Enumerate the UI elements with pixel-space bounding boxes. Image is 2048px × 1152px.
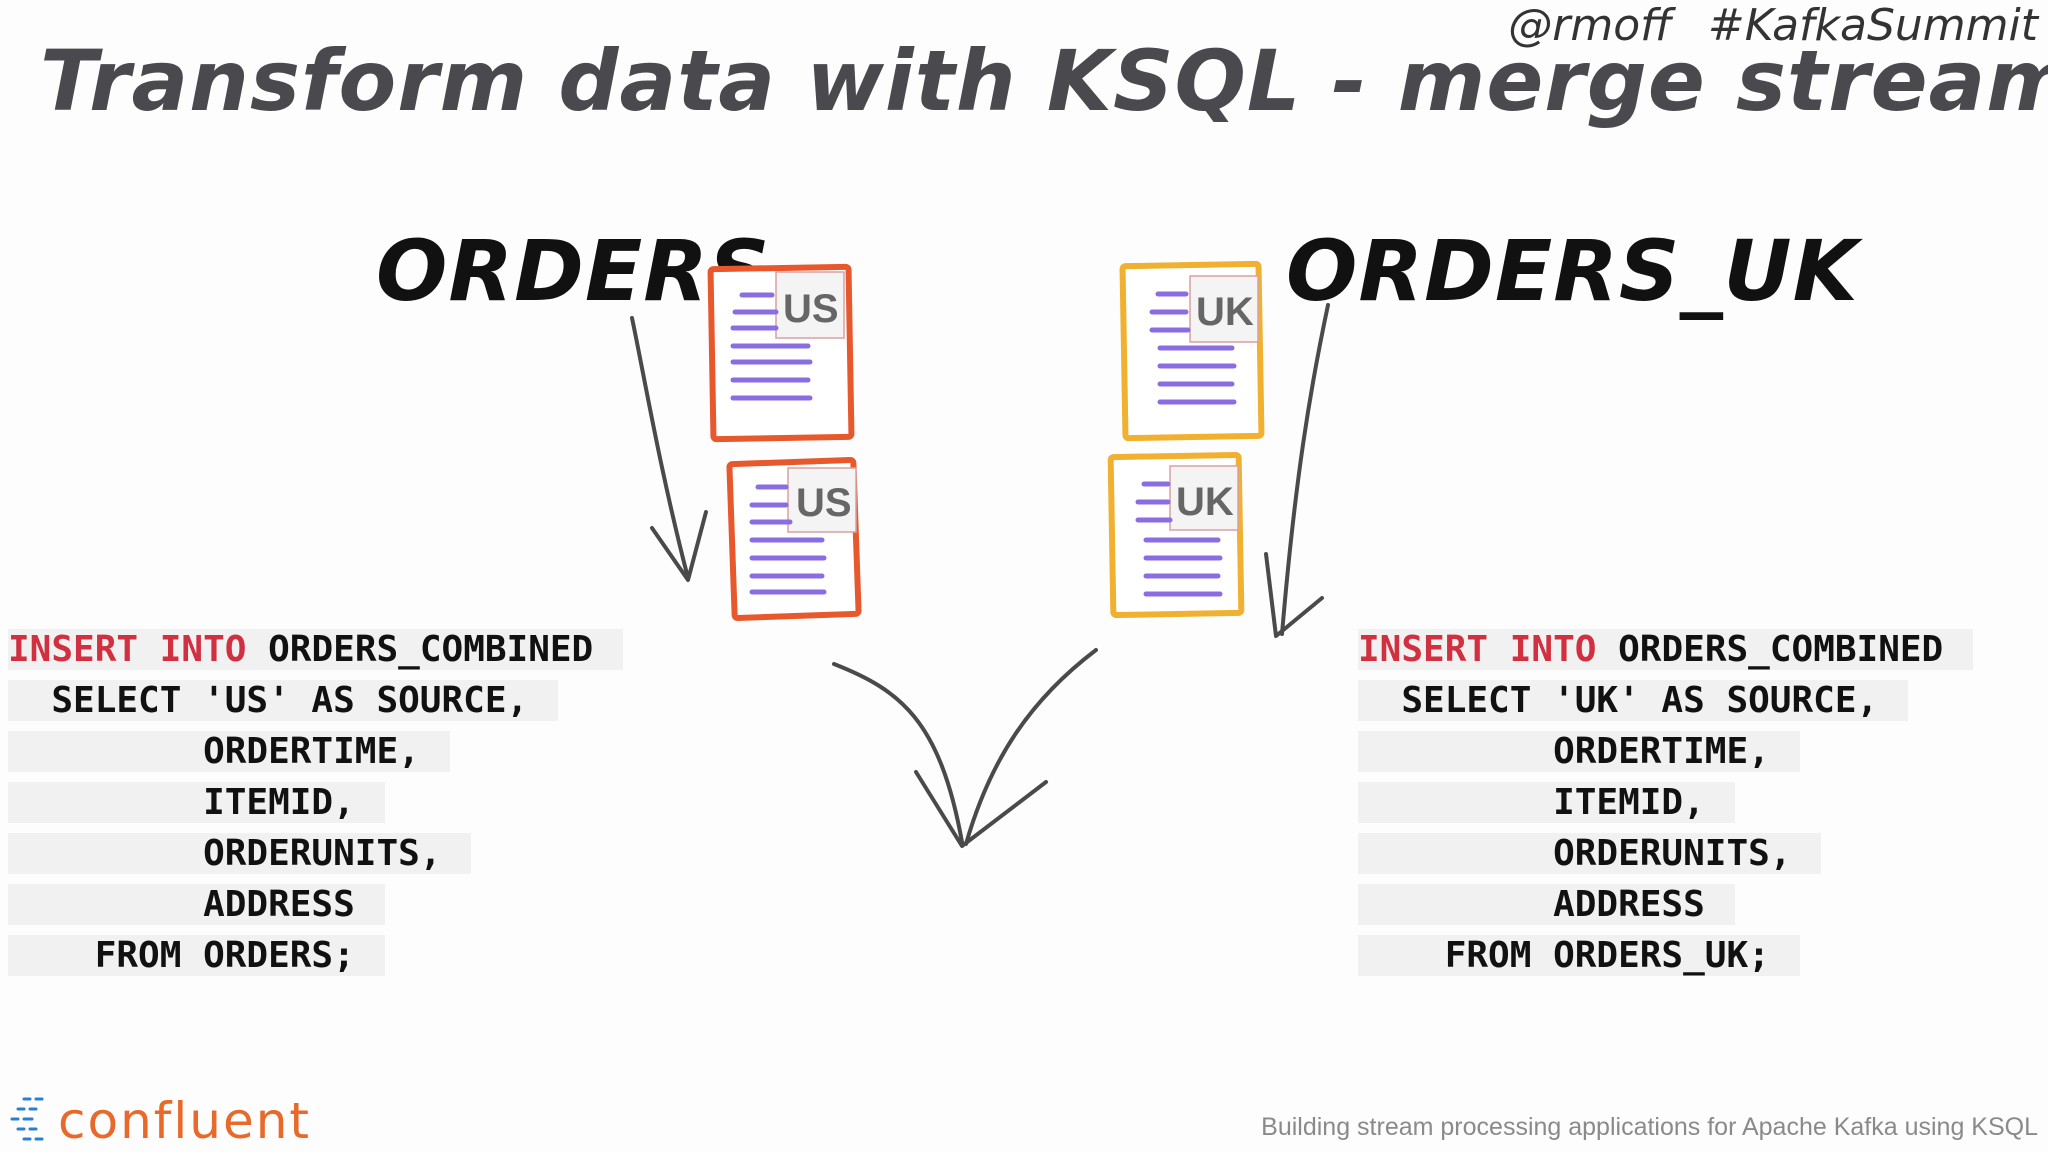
hand-drawn-arrow-icon (1264, 552, 1324, 638)
keyword-into: INTO (1509, 629, 1597, 670)
code-line: ORDERUNITS, (1358, 833, 1822, 874)
code-line: SELECT 'UK' AS SOURCE, (1358, 680, 1909, 721)
hand-drawn-arrow-icon (650, 510, 708, 582)
code-line: ORDERTIME, (1358, 731, 1800, 772)
ksql-insert-statement-uk: INSERT INTO ORDERS_COMBINED SELECT 'UK' … (1358, 624, 1974, 981)
doc-tag-uk-2: UK (1176, 480, 1234, 524)
target-stream: ORDERS_COMBINED (1618, 629, 1944, 670)
confluent-logo: confluent (10, 1092, 311, 1150)
keyword-into: INTO (159, 629, 247, 670)
ksql-insert-statement-us: INSERT INTO ORDERS_COMBINED SELECT 'US' … (8, 624, 624, 981)
event-hashtag: #KafkaSummit (1707, 0, 2038, 51)
slide-title: Transform data with KSQL - merge streams (40, 32, 2048, 130)
hand-drawn-arrow-icon (832, 662, 964, 844)
logo-wordmark: confluent (58, 1092, 312, 1150)
code-line: ORDERUNITS, (8, 833, 472, 874)
code-line: ADDRESS (1358, 884, 1735, 925)
author-handle: @rmoff #KafkaSummit (1472, 0, 2038, 51)
document-icon: US (707, 263, 855, 443)
code-line: ITEMID, (8, 782, 385, 823)
footer-caption: Building stream processing applications … (1261, 1113, 2038, 1141)
doc-tag-us-2: US (796, 481, 852, 525)
orders-uk-stream-label: ORDERS_UK (1286, 222, 1859, 320)
code-line: ORDERTIME, (8, 731, 450, 772)
keyword-insert: INSERT (8, 629, 139, 670)
hand-drawn-arrow-icon (964, 648, 1098, 846)
code-line: FROM ORDERS; (8, 935, 385, 976)
keyword-insert: INSERT (1358, 629, 1489, 670)
confluent-mark-icon (10, 1097, 44, 1141)
hand-drawn-arrow-icon (630, 316, 690, 580)
hand-drawn-arrow-icon (914, 770, 1048, 848)
document-icon: UK (1107, 451, 1245, 619)
document-icon: US (726, 456, 862, 622)
target-stream: ORDERS_COMBINED (268, 629, 594, 670)
orders-stream-label: ORDERS (376, 222, 771, 320)
document-icon: UK (1119, 260, 1265, 442)
code-line: ITEMID, (1358, 782, 1735, 823)
code-line: ADDRESS (8, 884, 385, 925)
code-line: FROM ORDERS_UK; (1358, 935, 1800, 976)
hand-drawn-arrow-icon (1280, 303, 1330, 636)
code-line: SELECT 'US' AS SOURCE, (8, 680, 559, 721)
doc-tag-us-1: US (783, 287, 839, 331)
doc-tag-uk-1: UK (1196, 290, 1254, 334)
twitter-handle: @rmoff (1508, 0, 1672, 51)
